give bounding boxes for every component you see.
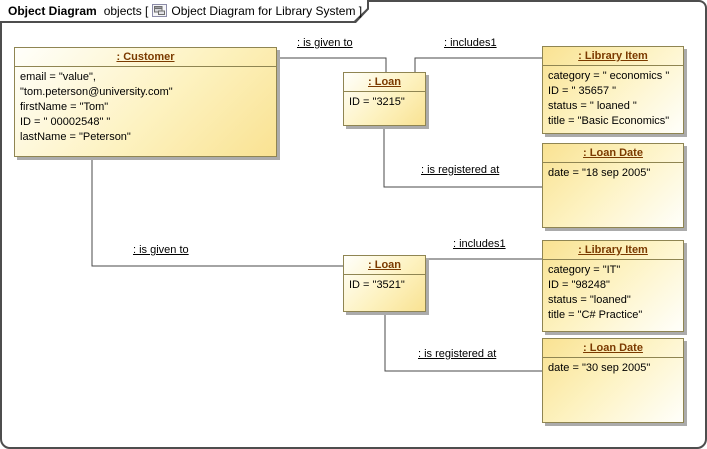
attribute-line: status = "loaned" bbox=[548, 294, 631, 306]
object-title: : Library Item bbox=[543, 241, 683, 260]
link-label-includes1-top[interactable]: : includes1 bbox=[444, 37, 497, 49]
attribute-line: ID = "98248" bbox=[548, 279, 610, 291]
link-is-given-to-2[interactable] bbox=[91, 157, 343, 267]
attribute-line: date = "30 sep 2005" bbox=[548, 362, 651, 374]
object-loan-3215[interactable]: : Loan ID = "3215" bbox=[343, 72, 426, 126]
attribute-line: ID = "3215" bbox=[349, 96, 405, 108]
link-is-registered-at-2[interactable] bbox=[384, 312, 542, 372]
attribute-line: category = " economics " bbox=[548, 70, 670, 82]
object-loan-3521[interactable]: : Loan ID = "3521" bbox=[343, 255, 426, 312]
attribute-line: email = "value", bbox=[20, 71, 96, 83]
link-is-registered-at-1[interactable] bbox=[383, 126, 542, 188]
attribute-line: date = "18 sep 2005" bbox=[548, 167, 651, 179]
link-label-is-given-to-1[interactable]: : is given to bbox=[297, 37, 353, 49]
attribute-line: status = " loaned " bbox=[548, 100, 637, 112]
attribute-line: ID = " 00002548" " bbox=[20, 116, 111, 128]
object-library-item-it[interactable]: : Library Item category = "IT" ID = "982… bbox=[542, 240, 684, 332]
object-title: : Loan bbox=[344, 256, 425, 275]
attribute-line: ID = " 35657 " bbox=[548, 85, 617, 97]
attribute-line: ID = "3521" bbox=[349, 279, 405, 291]
attribute-line: title = "Basic Economics" bbox=[548, 115, 670, 127]
diagram-context-label: objects [ bbox=[103, 3, 149, 18]
attribute-line: title = "C# Practice" bbox=[548, 309, 643, 321]
tab-border bbox=[0, 0, 369, 23]
object-loan-date-30-sep[interactable]: : Loan Date date = "30 sep 2005" bbox=[542, 338, 684, 423]
object-title: : Library Item bbox=[543, 47, 683, 66]
diagram-frame-tab[interactable]: Object Diagram objects [ Object Diagram … bbox=[0, 0, 369, 23]
attribute-line: firstName = "Tom" bbox=[20, 101, 109, 113]
attribute-line: "tom.peterson@university.com" bbox=[20, 86, 173, 98]
object-loan-date-18-sep[interactable]: : Loan Date date = "18 sep 2005" bbox=[542, 143, 684, 228]
object-title: : Loan Date bbox=[543, 339, 683, 358]
object-library-item-economics[interactable]: : Library Item category = " economics " … bbox=[542, 46, 684, 134]
object-title: : Loan bbox=[344, 73, 425, 92]
object-title: : Customer bbox=[15, 48, 276, 67]
link-label-is-registered-at-2[interactable]: : is registered at bbox=[418, 348, 497, 360]
link-label-is-given-to-2[interactable]: : is given to bbox=[133, 244, 189, 256]
link-is-given-to-1[interactable] bbox=[277, 57, 387, 72]
link-includes1-top[interactable] bbox=[414, 57, 542, 72]
attribute-line: lastName = "Peterson" bbox=[20, 131, 131, 143]
diagram-type-label: Object Diagram bbox=[8, 3, 97, 18]
link-label-is-registered-at-1[interactable]: : is registered at bbox=[421, 164, 500, 176]
object-title: : Loan Date bbox=[543, 144, 683, 163]
object-customer[interactable]: : Customer email = "value", "tom.peterso… bbox=[14, 47, 277, 157]
object-diagram-icon bbox=[152, 4, 168, 17]
diagram-name-label: Object Diagram for Library System ] bbox=[171, 3, 363, 18]
link-label-includes1-bottom[interactable]: : includes1 bbox=[453, 238, 506, 250]
attribute-line: category = "IT" bbox=[548, 264, 621, 276]
